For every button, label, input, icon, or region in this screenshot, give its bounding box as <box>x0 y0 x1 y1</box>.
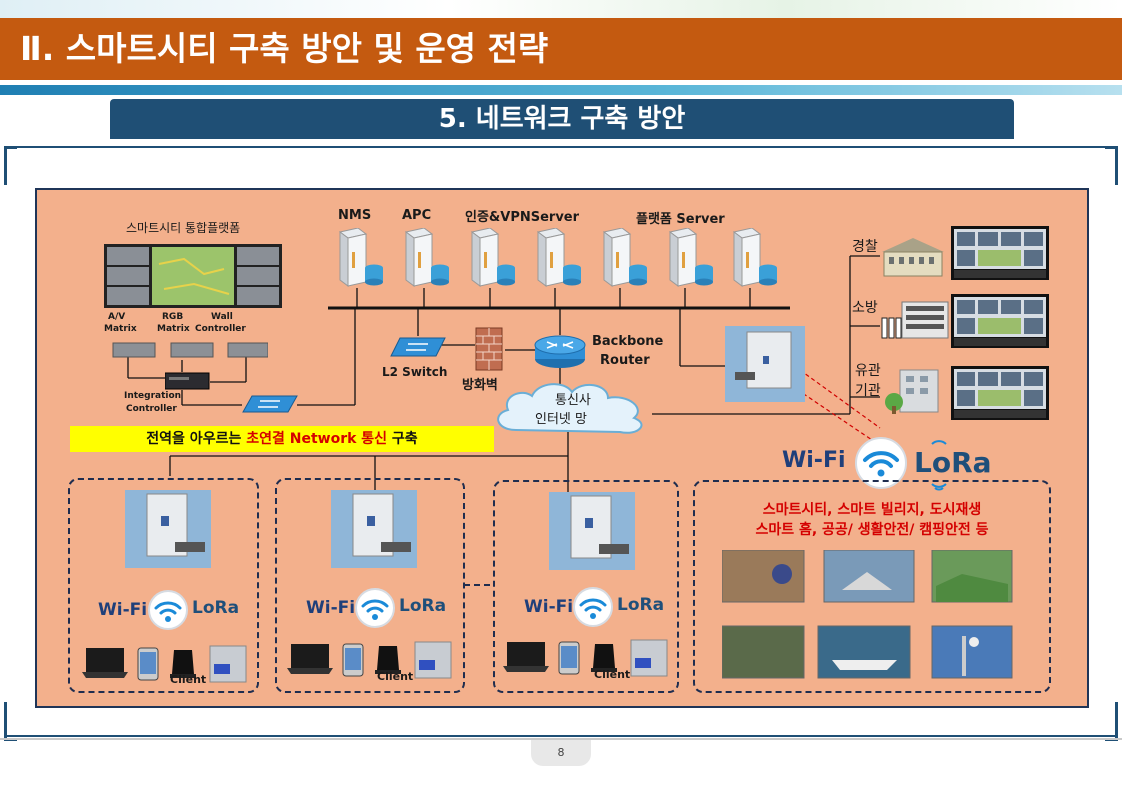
wifi-logo-large: Wi-Fi <box>782 448 846 473</box>
apc-label: APC <box>402 208 432 223</box>
platform-switch-icon <box>242 395 298 413</box>
related-agency-label-1: 유관 <box>855 363 881 379</box>
top-decoration <box>0 0 1122 18</box>
client-label-3: Client <box>594 668 631 681</box>
page-title: Ⅱ. 스마트시티 구축 방안 및 운영 전략 <box>20 29 549 68</box>
wifi-logo-zone-2: Wi-Fi <box>306 598 356 618</box>
police-label: 경찰 <box>852 239 878 255</box>
service-photo-grid <box>722 550 1013 679</box>
page-number: 8 <box>531 740 591 766</box>
access-point-zone-2 <box>275 478 465 693</box>
platform-title: 스마트시티 통합플랫폼 <box>126 221 241 235</box>
service-list-line-1: 스마트시티, 스마트 빌리지, 도시재생 <box>762 502 982 518</box>
client-label-1: Client <box>170 673 207 686</box>
integration-label-2: Controller <box>126 404 177 414</box>
banner-highlight: 초연결 Network 통신 <box>246 431 388 447</box>
router-icon <box>534 335 586 368</box>
internet-label-1: 통신사 <box>555 393 591 408</box>
lora-logo-zone-3: LoRa <box>617 595 665 615</box>
wifi-logo-zone-1: Wi-Fi <box>98 600 148 620</box>
internet-cloud-icon <box>497 383 643 434</box>
matrix-label-rgb-2: Matrix <box>157 324 190 334</box>
lora-logo-zone-1: LoRa <box>192 598 240 618</box>
service-zone <box>693 480 1051 693</box>
related-agency-building-icon <box>885 369 939 414</box>
platform-server-label: 플랫폼 Server <box>636 212 725 227</box>
integration-label-1: Integration <box>124 391 182 401</box>
matrix-label-rgb-1: RGB <box>162 312 184 322</box>
lora-logo-large: LoRa <box>914 446 992 479</box>
connectivity-banner: 전역을 아우르는 초연결 Network 통신 구축 <box>70 426 494 452</box>
matrix-label-wall-1: Wall <box>211 312 233 322</box>
matrix-device-icon <box>112 342 268 358</box>
fire-station-icon <box>881 301 949 339</box>
section-subtitle: 5. 네트워크 구축 방안 <box>438 104 686 134</box>
lora-logo-zone-2: LoRa <box>399 596 447 616</box>
bracket-bottom-line <box>4 735 1118 737</box>
client-label-2: Client <box>377 670 414 683</box>
related-agency-label-2: 기관 <box>855 383 881 399</box>
router-label-1: Backbone <box>592 334 664 349</box>
matrix-label-wall-2: Controller <box>195 324 246 334</box>
l2-switch-label: L2 Switch <box>382 365 448 379</box>
nms-label: NMS <box>338 208 372 223</box>
l2-switch-icon <box>390 337 446 357</box>
auth-vpn-server-label: 인증&VPNServer <box>465 210 580 225</box>
router-label-2: Router <box>600 353 650 368</box>
internet-label-2: 인터넷 망 <box>535 412 587 427</box>
wifi-signal-icon-large <box>855 437 907 489</box>
firewall-icon <box>475 327 503 371</box>
footer-line <box>0 738 1122 740</box>
title-bar <box>0 18 1122 80</box>
banner-text-after: 구축 <box>387 431 418 447</box>
banner-text-before: 전역을 아우르는 <box>146 431 247 447</box>
title-underline <box>0 80 1122 85</box>
fire-label: 소방 <box>852 300 878 316</box>
video-wall-display <box>104 244 282 308</box>
matrix-label-av-2: Matrix <box>104 324 137 334</box>
wifi-logo-zone-3: Wi-Fi <box>524 597 574 617</box>
central-antenna-icon <box>725 326 805 402</box>
service-list-line-2: 스마트 홈, 공공/ 생활안전/ 캠핑안전 등 <box>755 522 989 538</box>
access-point-zone-3 <box>493 480 679 693</box>
matrix-label-av-1: A/V <box>108 312 126 322</box>
bracket-top-line <box>4 146 1118 148</box>
title-stripe <box>0 85 1122 95</box>
firewall-label: 방화벽 <box>462 378 498 393</box>
lora-signal-icon-large <box>931 440 947 491</box>
integration-controller-icon <box>165 372 210 390</box>
police-building-icon <box>882 238 944 277</box>
subtitle-bar <box>110 99 1014 139</box>
access-point-zone-1 <box>68 478 259 693</box>
